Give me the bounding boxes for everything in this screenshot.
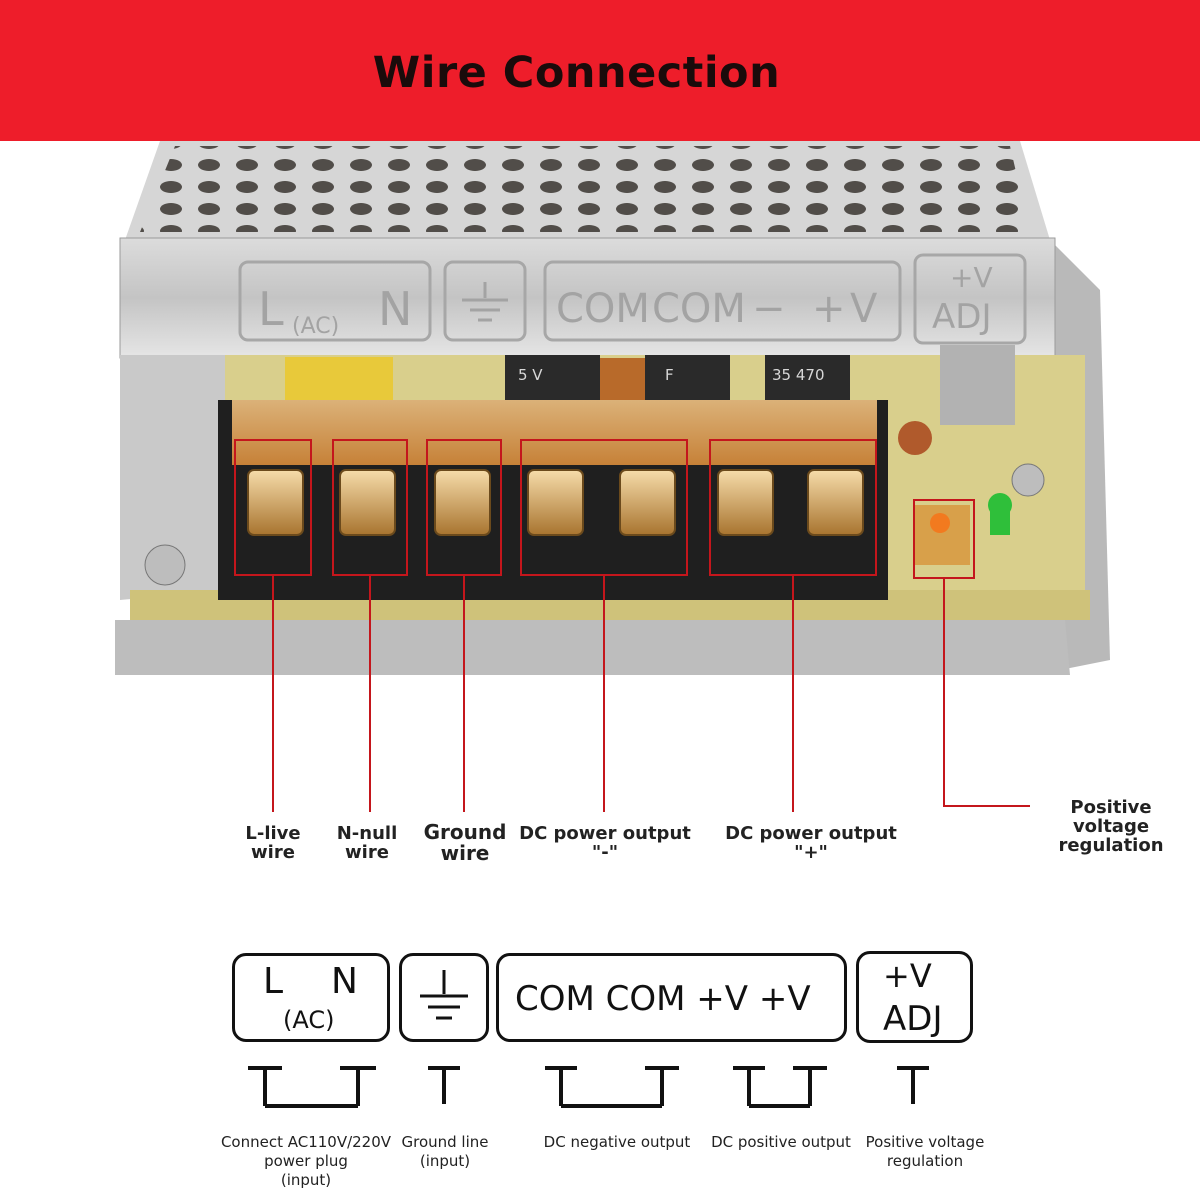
label-dc-minus: DC power output "-" xyxy=(519,823,691,863)
silkscreen-com-2: COM xyxy=(652,286,746,332)
page-title: Wire Connection xyxy=(372,48,781,98)
ground-symbol-emboss xyxy=(462,282,508,322)
label-dc-plus: DC power output "+" xyxy=(725,823,897,863)
label-ground-wire: Ground wire xyxy=(423,820,507,865)
bracket-ac xyxy=(248,1066,376,1108)
schematic-adj: ADJ xyxy=(883,999,943,1039)
power-supply-photo: L (AC) N COM COM − + V +V ADJ 5 V F 35 4… xyxy=(115,141,1110,675)
caption-ac-input: Connect AC110V/220V power plug (input) xyxy=(220,1133,392,1189)
caption-ground-input: Ground line (input) xyxy=(401,1133,489,1170)
silkscreen-minus: − xyxy=(752,286,786,332)
silkscreen-adj-v: +V xyxy=(950,261,993,294)
schematic-ac-box: L N (AC) xyxy=(232,953,390,1042)
silkscreen-n: N xyxy=(378,282,412,336)
ground-symbol-icon xyxy=(420,970,468,1020)
silkscreen-com-1: COM xyxy=(556,286,650,332)
callout-adjust xyxy=(943,578,1030,807)
capacitor-2-text: F xyxy=(665,366,674,384)
silkscreen-ac: (AC) xyxy=(292,314,339,339)
terminal-block xyxy=(218,400,970,600)
schematic-dc-box: COM COM +V +V xyxy=(496,953,847,1042)
silkscreen-adj: ADJ xyxy=(932,297,991,337)
silkscreen-l: L xyxy=(258,282,284,336)
front-panel-markings xyxy=(238,253,1027,345)
bracket-adjust xyxy=(897,1066,929,1104)
bracket-ground xyxy=(428,1066,460,1104)
bracket-dc-negative xyxy=(545,1066,679,1108)
schematic-adj-v: +V xyxy=(883,957,932,995)
capacitor-1-text: 5 V xyxy=(518,366,543,384)
capacitor-3-text: 35 470 xyxy=(772,366,825,384)
caption-dc-negative: DC negative output xyxy=(543,1133,691,1151)
silkscreen-plus: + xyxy=(812,286,846,332)
schematic-n: N xyxy=(331,961,358,1002)
silkscreen-v: V xyxy=(850,286,878,332)
bracket-dc-positive xyxy=(733,1066,827,1108)
caption-dc-positive: DC positive output xyxy=(711,1133,851,1151)
label-neutral-wire: N-null wire xyxy=(336,823,398,863)
title-banner: Wire Connection xyxy=(0,0,1200,141)
internal-components xyxy=(285,345,1015,535)
schematic-ground-box xyxy=(399,953,489,1042)
schematic-l: L xyxy=(263,961,284,1002)
schematic-ac: (AC) xyxy=(283,1006,335,1034)
caption-voltage-adjust: Positive voltage regulation xyxy=(865,1133,985,1170)
schematic-adj-box: +V ADJ xyxy=(856,951,973,1043)
label-voltage-adjust: Positive voltage regulation xyxy=(1058,797,1164,856)
label-live-wire: L-live wire xyxy=(245,823,301,863)
schematic-com-row: COM COM +V +V xyxy=(515,979,811,1019)
